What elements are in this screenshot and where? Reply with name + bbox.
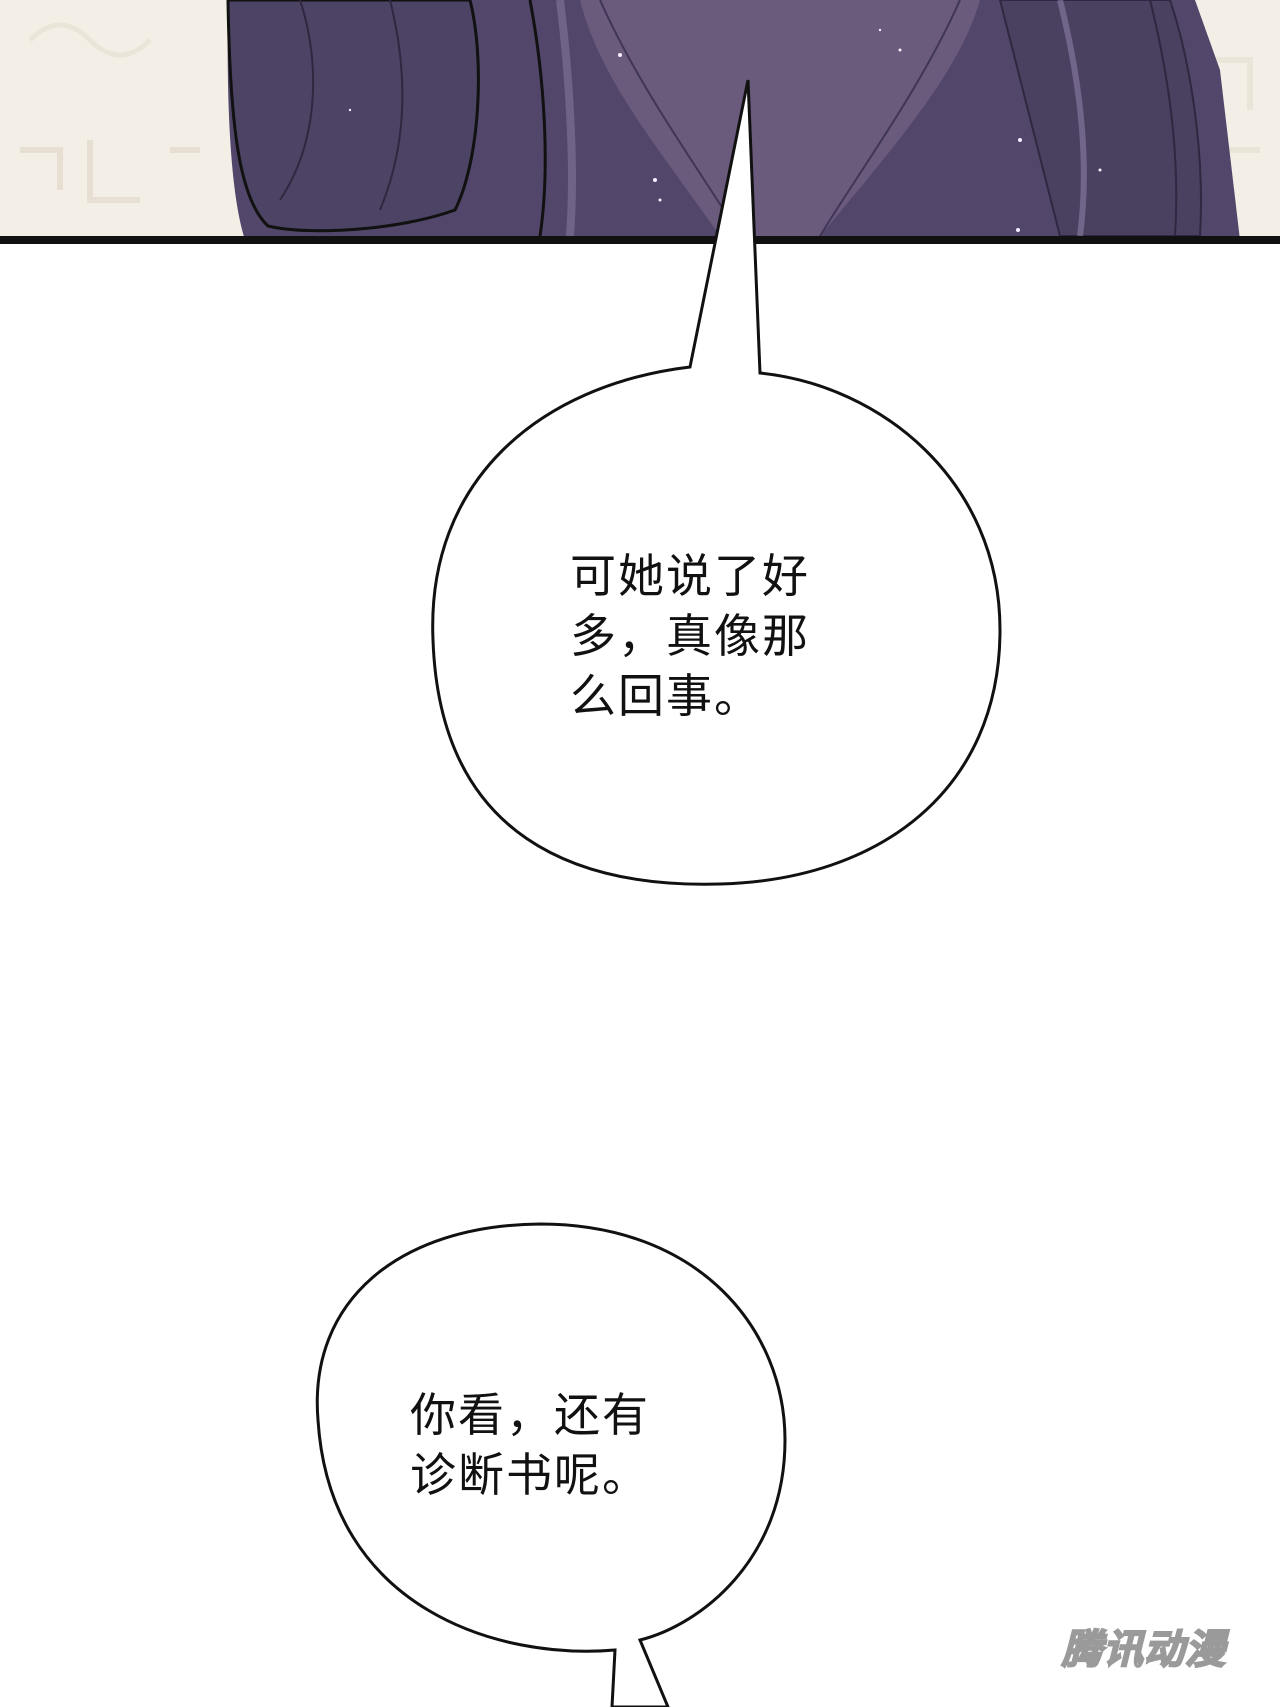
top-panel-artwork [0,0,1280,244]
robe-illustration [0,0,1280,244]
publisher-watermark: 腾讯动漫 [1061,1626,1226,1674]
speech-bubble-2-text: 你看，还有 诊断书呢。 [410,1388,650,1502]
speech-bubble-1-text: 可她说了好 多，真像那 么回事。 [570,549,810,723]
panel-border [0,236,1280,244]
